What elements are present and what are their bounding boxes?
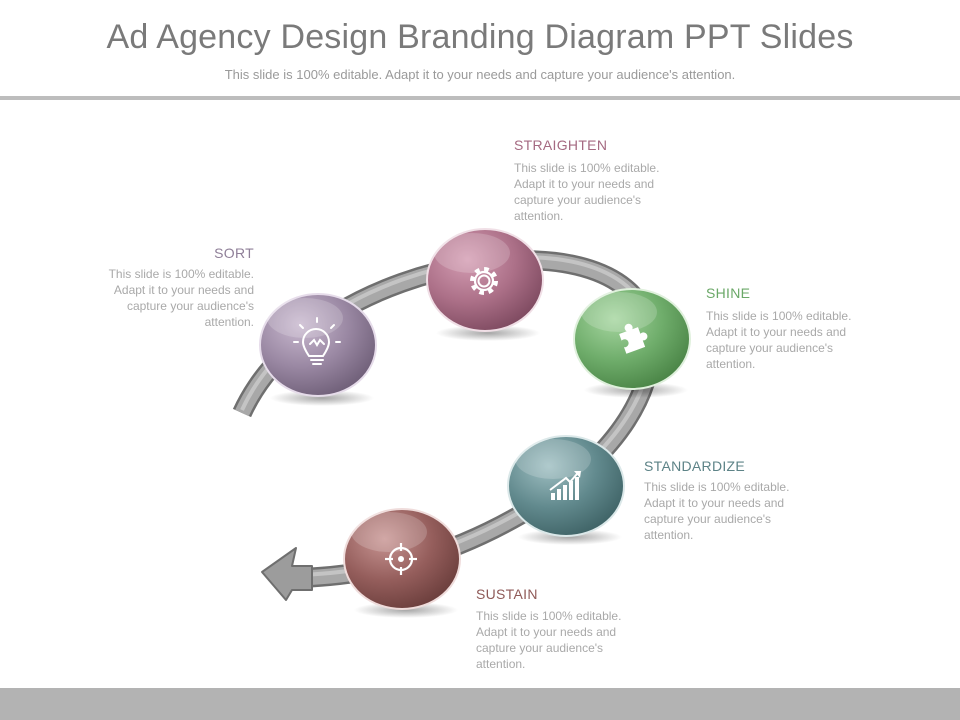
growth-chart-icon <box>549 471 581 500</box>
step-text-sort: This slide is 100% editable. Adapt it to… <box>108 267 254 329</box>
lightbulb-icon <box>293 317 341 365</box>
footer-band <box>0 688 960 720</box>
gear-icon <box>470 267 498 295</box>
step-label-straighten: STRAIGHTEN <box>514 137 608 153</box>
puzzle-icon <box>619 323 648 354</box>
step-text-sustain: This slide is 100% editable. Adapt it to… <box>476 609 622 671</box>
slide-title: Ad Agency Design Branding Diagram PPT Sl… <box>106 18 854 56</box>
step-label-sort: SORT <box>214 245 254 261</box>
step-text-straighten: This slide is 100% editable. Adapt it to… <box>514 161 660 223</box>
arrow-head <box>261 547 313 601</box>
step-ball-sustain <box>343 508 461 618</box>
step-text-standardize: This slide is 100% editable. Adapt it to… <box>644 480 790 542</box>
target-icon <box>385 543 417 575</box>
step-text-shine: This slide is 100% editable. Adapt it to… <box>706 309 852 371</box>
step-ball-sort <box>259 293 377 406</box>
header-divider <box>0 96 960 100</box>
step-label-sustain: SUSTAIN <box>476 586 538 602</box>
slide-subtitle: This slide is 100% editable. Adapt it to… <box>224 67 736 82</box>
step-ball-straighten <box>426 228 544 341</box>
step-label-standardize: STANDARDIZE <box>644 458 746 474</box>
step-label-shine: SHINE <box>706 285 751 301</box>
